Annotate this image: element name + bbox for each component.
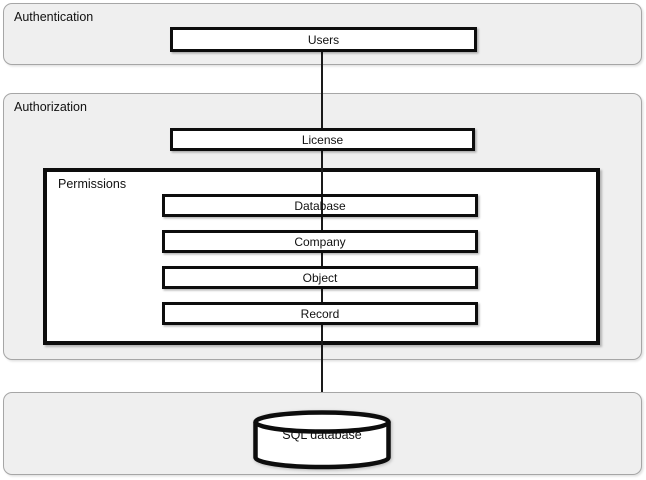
node-object-label: Object [302, 270, 338, 285]
node-database-label: Database [294, 198, 346, 213]
node-record: Record [162, 302, 478, 325]
node-company-label: Company [294, 234, 346, 249]
node-license-label: License [301, 132, 344, 147]
node-record-label: Record [300, 306, 340, 321]
permissions-group-label: Permissions [58, 177, 127, 191]
section-authorization-label: Authorization [14, 100, 87, 114]
node-users: Users [170, 27, 477, 52]
node-database: Database [162, 194, 478, 217]
node-users-label: Users [307, 32, 340, 47]
node-sql-database-label: SQL database [282, 428, 362, 442]
section-authentication-label: Authentication [14, 10, 94, 24]
database-cylinder-icon [253, 410, 391, 470]
node-object: Object [162, 266, 478, 289]
connector-line [321, 52, 323, 392]
node-license: License [170, 128, 475, 151]
node-company: Company [162, 230, 478, 253]
